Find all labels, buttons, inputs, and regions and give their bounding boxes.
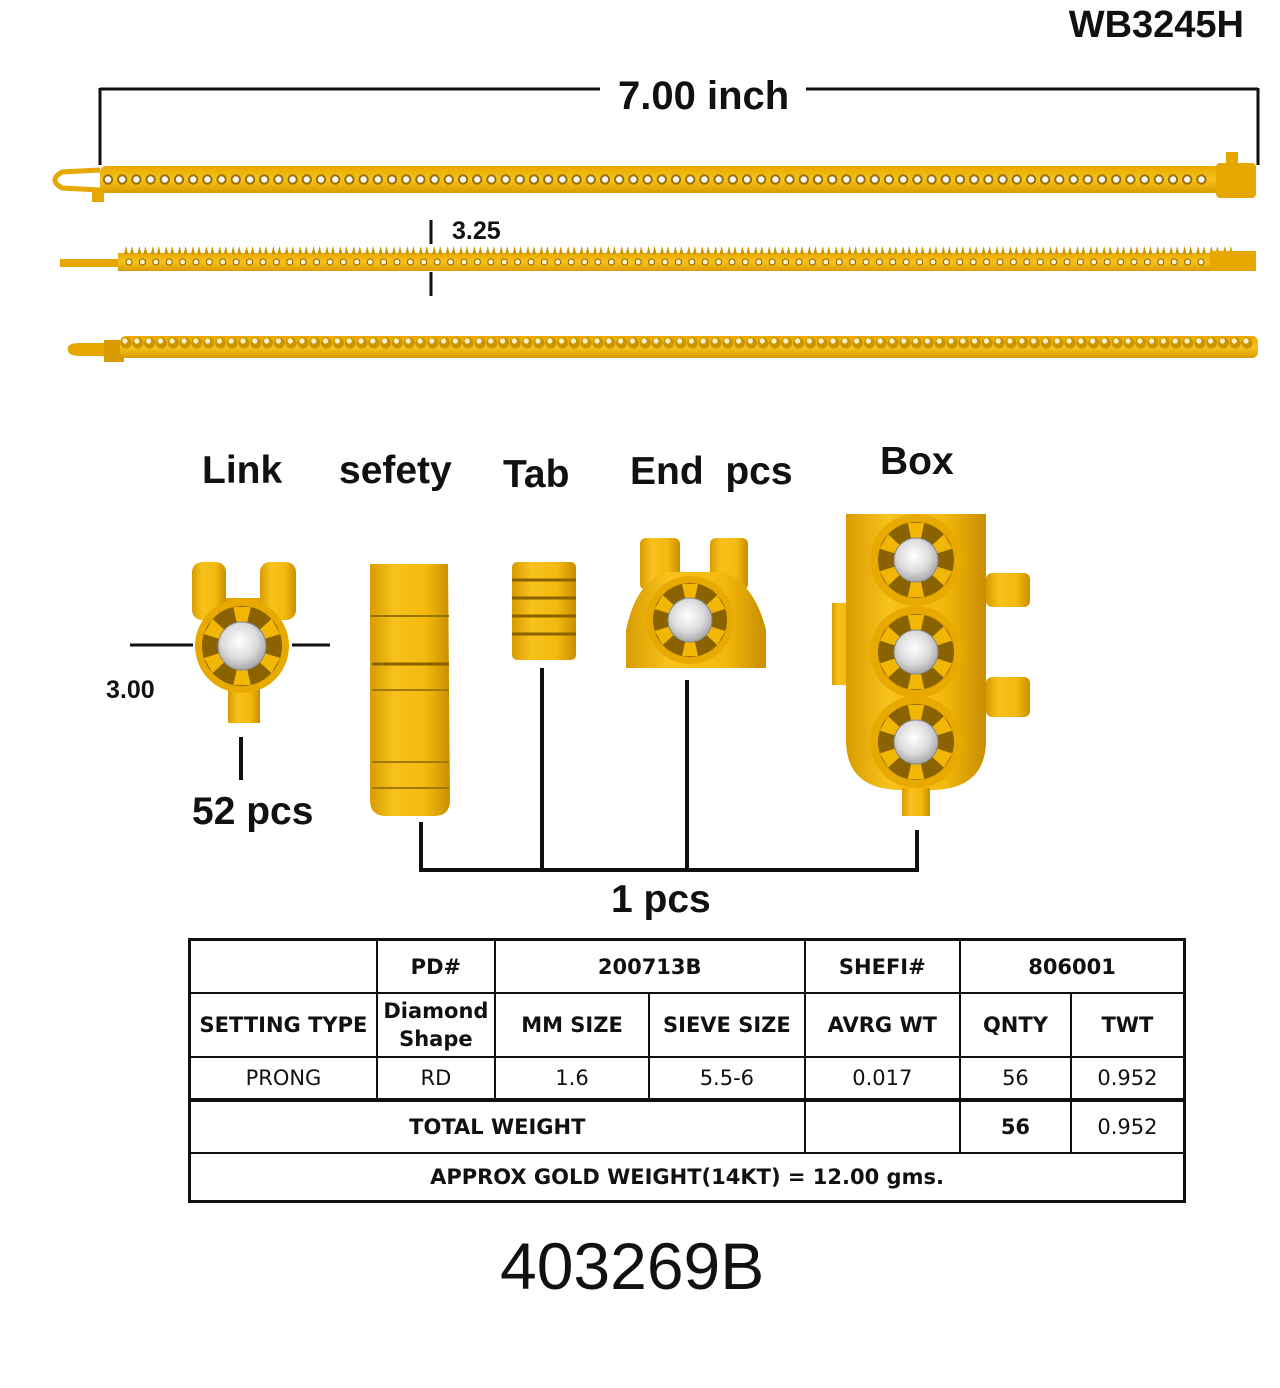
box-component xyxy=(832,514,1030,816)
bracelet-angle-view xyxy=(67,336,1258,362)
end-pcs-label: End pcs xyxy=(630,450,793,493)
gold-weight-text: APPROX GOLD WEIGHT(14KT) = 12.00 gms. xyxy=(188,1152,1186,1203)
bracelet-top-view xyxy=(52,152,1256,202)
table-header-row: SETTING TYPE Diamond Shape MM SIZE SIEVE… xyxy=(188,992,1186,1058)
avrg-wt-header: AVRG WT xyxy=(803,992,962,1058)
bracelet-side-view xyxy=(60,246,1256,271)
safety-component xyxy=(370,564,450,816)
total-row: TOTAL WEIGHT 56 0.952 xyxy=(188,1098,1186,1154)
tab-label: Tab xyxy=(503,453,570,496)
pd-value: 200713B xyxy=(493,938,806,994)
length-dimension xyxy=(98,87,1260,165)
footer-code: 403269B xyxy=(500,1229,765,1303)
link-count-label: 52 pcs xyxy=(192,790,314,833)
total-qnty: 56 xyxy=(959,1098,1072,1154)
table-row: PD# 200713B SHEFI# 806001 xyxy=(188,938,1186,994)
width-label: 3.25 xyxy=(452,217,501,245)
shefi-label: SHEFI# xyxy=(803,938,962,994)
tab-component xyxy=(512,562,576,660)
gold-weight-row: APPROX GOLD WEIGHT(14KT) = 12.00 gms. xyxy=(188,1152,1186,1203)
total-weight-label: TOTAL WEIGHT xyxy=(188,1098,806,1154)
setting-type-header: SETTING TYPE xyxy=(188,992,378,1058)
diamond-spec-table: PD# 200713B SHEFI# 806001 SETTING TYPE D… xyxy=(188,938,1186,1203)
length-label: 7.00 inch xyxy=(612,74,796,119)
mm-size-cell: 1.6 xyxy=(493,1056,651,1101)
other-count-label: 1 pcs xyxy=(611,878,711,921)
end-pcs-component xyxy=(626,538,766,668)
qnty-cell: 56 xyxy=(959,1056,1072,1101)
diamond-shape-header-line1: Diamond xyxy=(383,999,489,1023)
mm-size-header: MM SIZE xyxy=(493,992,651,1058)
empty-cell xyxy=(188,938,378,994)
link-size-label: 3.00 xyxy=(106,676,155,704)
twt-header: TWT xyxy=(1069,992,1186,1058)
twt-cell: 0.952 xyxy=(1069,1056,1186,1101)
diamond-shape-header-line2: Shape xyxy=(399,1027,473,1051)
link-label: Link xyxy=(202,449,283,492)
table-row: PRONG RD 1.6 5.5-6 0.017 56 0.952 xyxy=(188,1056,1186,1101)
bracelet-illustration xyxy=(52,87,1260,872)
qnty-header: QNTY xyxy=(959,992,1072,1058)
pd-label: PD# xyxy=(375,938,496,994)
avrg-wt-cell: 0.017 xyxy=(803,1056,962,1101)
link-component xyxy=(130,562,330,780)
shefi-value: 806001 xyxy=(959,938,1186,994)
box-label: Box xyxy=(880,440,954,483)
style-code: WB3245H xyxy=(1068,4,1244,46)
sieve-size-header: SIEVE SIZE xyxy=(648,992,806,1058)
sieve-size-cell: 5.5-6 xyxy=(648,1056,806,1101)
safety-label: sefety xyxy=(339,449,452,492)
setting-type-cell: PRONG xyxy=(188,1056,378,1101)
shape-cell: RD xyxy=(375,1056,496,1101)
total-twt: 0.952 xyxy=(1069,1098,1186,1154)
one-pcs-bracket xyxy=(419,668,919,872)
diamond-shape-header: Diamond Shape xyxy=(375,992,496,1058)
empty-cell xyxy=(803,1098,962,1154)
